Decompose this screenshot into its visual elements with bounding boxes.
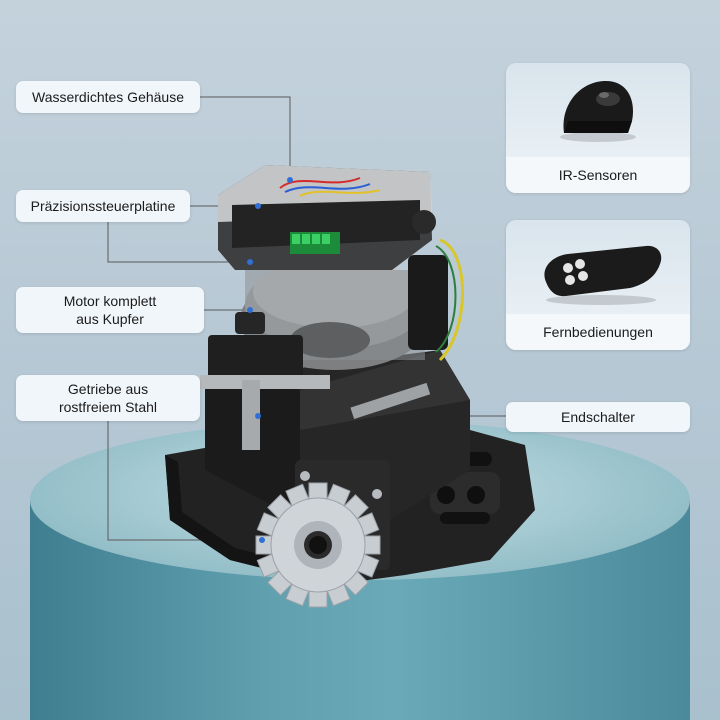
callout-limit-switch: Endschalter [506, 402, 690, 432]
card-remote: Fernbedienungen [506, 220, 690, 350]
callout-housing: Wasserdichtes Gehäuse [16, 81, 200, 113]
ir-sensor-label: IR-Sensoren [506, 157, 690, 193]
leader-dots [247, 177, 293, 543]
gate-motor-device [165, 165, 535, 585]
callout-gear: Getriebe aus rostfreiem Stahl [16, 375, 200, 421]
callout-limit-switch-text: Endschalter [561, 409, 635, 425]
callout-board-text: Präzisionssteuerplatine [30, 198, 176, 214]
callout-control-board: Präzisionssteuerplatine [16, 190, 190, 222]
callout-motor-line2: aus Kupfer [76, 311, 144, 327]
remote-label: Fernbedienungen [506, 314, 690, 350]
callout-gear-line1: Getriebe aus [67, 381, 149, 397]
ir-sensor-icon [560, 81, 636, 142]
card-ir-sensor: IR-Sensoren [506, 63, 690, 193]
remote-text: Fernbedienungen [543, 324, 653, 340]
remote-control-icon [544, 245, 662, 305]
ir-sensor-text: IR-Sensoren [558, 167, 638, 183]
callout-gear-line2: rostfreiem Stahl [58, 399, 158, 415]
callout-housing-text: Wasserdichtes Gehäuse [32, 89, 184, 105]
callout-motor: Motor komplett aus Kupfer [16, 287, 204, 333]
steel-gear [255, 482, 381, 608]
callout-motor-line1: Motor komplett [63, 293, 157, 309]
